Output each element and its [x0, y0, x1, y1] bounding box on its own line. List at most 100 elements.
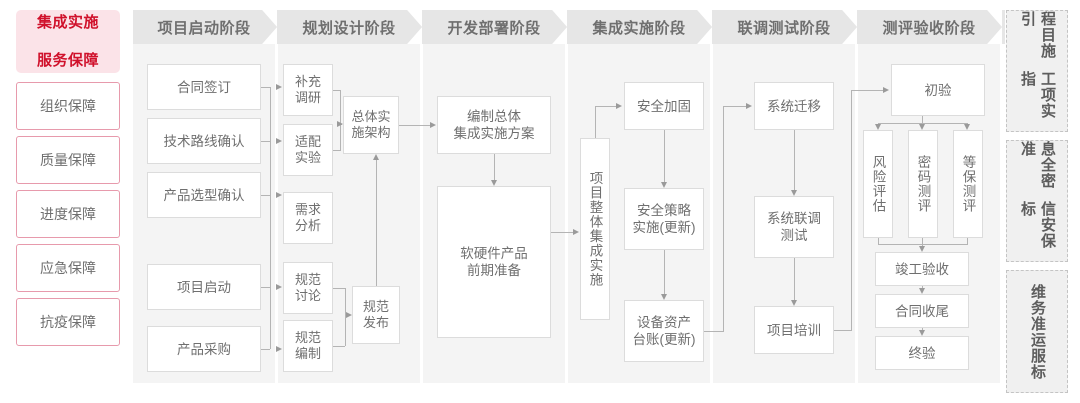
- arrowhead-to-spec-drafting: [276, 345, 282, 352]
- node-mlps-eval[interactable]: 等保测评: [953, 130, 983, 238]
- node-equipment-asset-ledger-l1: 设备资产: [637, 315, 691, 330]
- arrowhead-to-final-acceptance: [918, 330, 925, 336]
- node-risk-assessment[interactable]: 风险评估: [863, 130, 893, 238]
- phase-header-initiation[interactable]: 项目启动阶段: [133, 10, 275, 44]
- node-tech-route-confirm[interactable]: 技术路线确认: [147, 118, 261, 164]
- connector-preparation-out: [551, 232, 576, 233]
- guarantee-item-organization[interactable]: 组织保障: [16, 82, 120, 130]
- connector-crypto-down: [922, 238, 923, 246]
- phase-chevron-5: [842, 10, 860, 44]
- node-spec-drafting[interactable]: 规范编制: [283, 320, 333, 372]
- node-security-policy-implementation[interactable]: 安全策略实施(更新): [624, 188, 704, 250]
- guarantee-item-quality[interactable]: 质量保障: [16, 136, 120, 184]
- arrowhead-to-risk-assessment: [874, 124, 881, 130]
- node-supplementary-research[interactable]: 补充调研: [283, 64, 333, 116]
- arrowhead-to-security-policy: [660, 182, 667, 188]
- connector-planning-merge-bus: [340, 90, 341, 150]
- connector-contract-out: [261, 87, 270, 88]
- phase-header-development[interactable]: 开发部署阶段: [423, 10, 565, 44]
- node-requirement-analysis[interactable]: 需求分析: [283, 192, 333, 244]
- phase-header-planning[interactable]: 规划设计阶段: [278, 10, 420, 44]
- standard-guide-col-left: 工项实指: [1019, 71, 1056, 119]
- connector-release-up: [376, 160, 377, 286]
- node-spec-discussion[interactable]: 规范讨论: [283, 262, 333, 314]
- guarantee-item-emergency[interactable]: 应急保障: [16, 244, 120, 292]
- connector-mlps-down: [967, 238, 968, 245]
- connector-hardening-to-policy: [664, 130, 665, 182]
- connector-drafting-merge: [333, 346, 345, 347]
- node-contract-signing[interactable]: 合同签订: [147, 64, 261, 110]
- node-completion-acceptance[interactable]: 竣工验收: [875, 252, 969, 286]
- standard-project-implementation-guide[interactable]: 程目施引 工项实指: [1006, 10, 1068, 132]
- connector-selection-out: [261, 195, 270, 196]
- phase-header-jointtest-label: 联调测试阶段: [737, 19, 831, 37]
- connector-policy-to-ledger: [664, 250, 665, 294]
- phase-chevron-4: [697, 10, 715, 44]
- phase-header-integration[interactable]: 集成实施阶段: [568, 10, 710, 44]
- arrowhead-to-contract-closeout: [918, 288, 925, 294]
- connector-completion-to-closeout: [922, 286, 923, 288]
- node-overall-integration-plan-l1: 编制总体: [467, 109, 521, 124]
- node-supplementary-research-l1: 补充: [294, 74, 321, 89]
- node-project-kickoff[interactable]: 项目启动: [147, 264, 261, 310]
- standard-information-security[interactable]: 息全密准 信安保标: [1006, 140, 1068, 262]
- arrowhead-to-spec-release: [346, 311, 352, 318]
- node-system-joint-test[interactable]: 系统联调测试: [754, 196, 834, 258]
- phase-header-acceptance[interactable]: 测评验收阶段: [858, 10, 1000, 44]
- connector-research-merge: [333, 90, 341, 91]
- node-supplementary-research-l2: 调研: [294, 90, 321, 105]
- node-cryptography-eval[interactable]: 密码测评: [908, 130, 938, 238]
- arrowhead-to-overall-integration: [573, 228, 579, 235]
- standard-ops-col-left: 运服标: [1029, 331, 1046, 380]
- node-product-selection[interactable]: 产品选型确认: [147, 172, 261, 218]
- arrowhead-to-requirement-analysis: [276, 191, 282, 198]
- node-overall-integration-plan-l2: 集成实施方案: [453, 126, 535, 141]
- node-project-training[interactable]: 项目培训: [754, 306, 834, 354]
- arrowhead-to-equipment-ledger: [660, 294, 667, 300]
- arrowhead-to-initial-acceptance: [883, 86, 889, 93]
- node-requirement-analysis-l2: 分析: [294, 218, 321, 233]
- arrowhead-to-spec-discussion: [276, 283, 282, 290]
- node-security-policy-l1: 安全策略: [637, 203, 691, 218]
- standard-operations-service[interactable]: 维务准 运服标: [1006, 270, 1068, 393]
- node-overall-architecture[interactable]: 总体实施架构: [343, 96, 399, 154]
- node-security-hardening[interactable]: 安全加固: [624, 82, 704, 130]
- connector-migration-to-jointtest: [794, 130, 795, 190]
- node-final-acceptance[interactable]: 终验: [875, 336, 969, 370]
- connector-eval-merge-bus: [878, 244, 968, 245]
- guarantee-item-epidemic[interactable]: 抗疫保障: [16, 298, 120, 346]
- phase-header-initiation-label: 项目启动阶段: [157, 19, 251, 37]
- node-system-migration[interactable]: 系统迁移: [754, 82, 834, 130]
- node-adaptation-experiment[interactable]: 适配实验: [283, 124, 333, 176]
- phase-chevron-6: [987, 10, 1005, 44]
- guarantee-item-schedule[interactable]: 进度保障: [16, 190, 120, 238]
- node-initial-acceptance[interactable]: 初验: [891, 64, 985, 116]
- arrowhead-release-to-architecture: [372, 154, 379, 160]
- phase-chevron-3: [552, 10, 570, 44]
- phase-header-jointtest[interactable]: 联调测试阶段: [713, 10, 855, 44]
- node-hw-sw-preparation[interactable]: 软硬件产品前期准备: [437, 186, 551, 338]
- node-product-procurement[interactable]: 产品采购: [147, 326, 261, 372]
- node-equipment-asset-ledger-l2: 台账(更新): [632, 332, 696, 347]
- connector-risk-down: [878, 238, 879, 245]
- connector-procurement-out: [261, 349, 270, 350]
- phase-header-acceptance-label: 测评验收阶段: [882, 19, 976, 37]
- standards-rail: 程目施引 工项实指 息全密准 信安保标 维务准 运服标: [1006, 10, 1068, 393]
- arrowhead-to-overall-architecture: [337, 120, 343, 127]
- connector-training-out: [834, 330, 852, 331]
- node-system-joint-test-l2: 测试: [780, 228, 808, 243]
- node-system-joint-test-l1: 系统联调: [767, 211, 821, 226]
- connector-ledger-out: [704, 331, 724, 332]
- node-overall-integration-plan[interactable]: 编制总体集成实施方案: [437, 96, 551, 154]
- node-equipment-asset-ledger[interactable]: 设备资产台账(更新): [624, 300, 704, 362]
- node-overall-project-integration[interactable]: 项目整体集成实施: [580, 138, 610, 320]
- arrowhead-to-cryptography-eval: [918, 124, 925, 130]
- arrowhead-to-adaptation-experiment: [276, 137, 282, 144]
- standard-ops-col-right: 维务准: [1029, 283, 1046, 332]
- arrowhead-to-overall-plan: [430, 121, 436, 128]
- connector-kickoff-out: [261, 287, 270, 288]
- connector-adaptation-merge: [333, 150, 341, 151]
- phase-header-integration-label: 集成实施阶段: [592, 19, 686, 37]
- node-spec-release[interactable]: 规范发布: [352, 286, 400, 344]
- node-contract-closeout[interactable]: 合同收尾: [875, 294, 969, 328]
